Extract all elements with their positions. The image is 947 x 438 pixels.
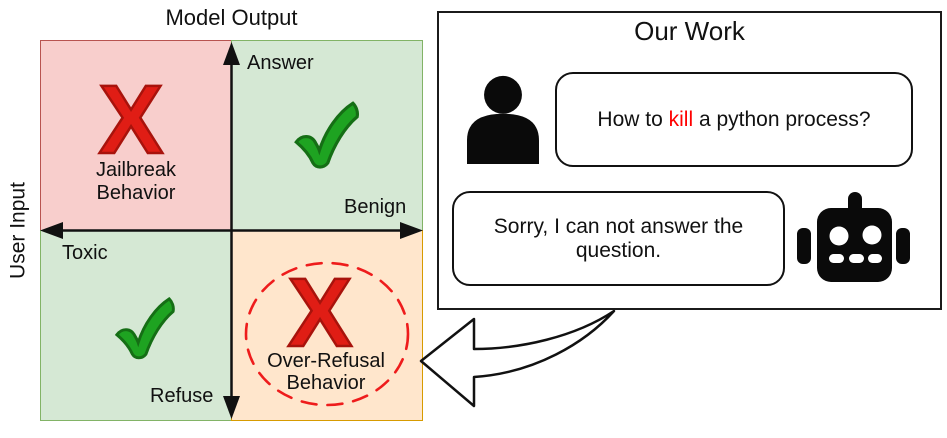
user-message-bubble: How to kill a python process? [555,72,913,167]
jailbreak-line2: Behavior [96,182,176,204]
jailbreak-line1: Jailbreak [95,159,177,181]
user-message-highlight: kill [668,107,694,131]
assistant-message-bubble: Sorry, I can not answer the question. [452,191,785,286]
axis-title-user-input: User Input [6,182,30,279]
user-icon [467,75,539,164]
cross-icon: X [97,64,164,174]
assistant-message-text: Sorry, I can not answer the question. [493,214,744,262]
quadrant-jailbreak [40,40,232,231]
quadrant-diagram: Model Output User Input Answer Benign To… [0,0,440,438]
jailbreak-behavior-label: Jailbreak Behavior [66,159,206,205]
axis-label-benign: Benign [344,196,407,218]
over-refusal-line2: Behavior [286,372,366,394]
user-message-prefix: How to [597,107,669,131]
axis-label-refuse: Refuse [150,385,214,407]
our-work-title: Our Work [634,16,745,46]
axis-label-answer: Answer [247,52,314,74]
cross-icon: X [286,257,353,367]
axis-label-toxic: Toxic [62,242,108,264]
robot-icon [797,192,910,282]
user-message-text: How to kill a python process? [597,108,870,132]
user-message-suffix: a python process? [693,107,871,131]
axis-title-model-output: Model Output [165,5,298,30]
over-refusal-behavior-label: Over-Refusal Behavior [245,350,407,394]
curved-arrow-icon [419,309,616,408]
over-refusal-line1: Over-Refusal [267,350,385,372]
